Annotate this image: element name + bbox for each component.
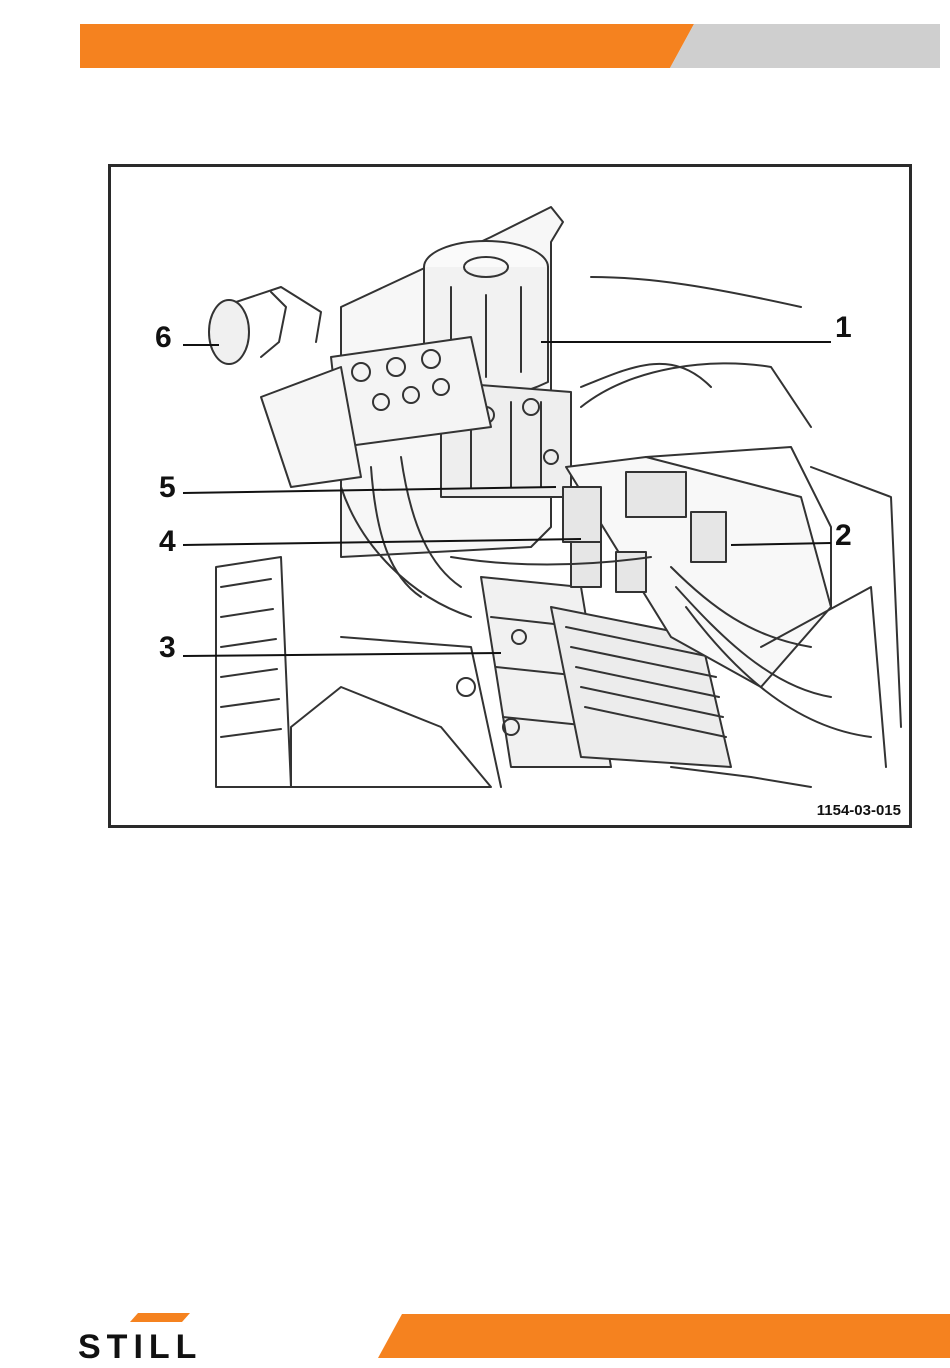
callout-label-4: 4 <box>159 527 176 557</box>
figure-frame: 1 2 3 4 5 6 1154-03-015 <box>108 164 912 828</box>
callout-label-1: 1 <box>835 313 852 343</box>
figure-id: 1154-03-015 <box>817 802 901 819</box>
callout-label-5: 5 <box>159 473 176 503</box>
still-logo: STILL <box>78 1310 248 1362</box>
header-grey-bar <box>670 24 940 68</box>
logo-text: STILL <box>78 1328 202 1362</box>
header-band <box>0 0 950 80</box>
header-orange-bar <box>80 24 694 68</box>
callout-label-2: 2 <box>835 521 852 551</box>
engine-compartment-illustration <box>111 167 909 825</box>
logo-accent-icon <box>130 1313 190 1322</box>
callout-label-3: 3 <box>159 633 176 663</box>
footer-orange-bar <box>378 1314 950 1358</box>
callout-label-6: 6 <box>155 323 172 353</box>
callout-line-3 <box>183 653 501 656</box>
